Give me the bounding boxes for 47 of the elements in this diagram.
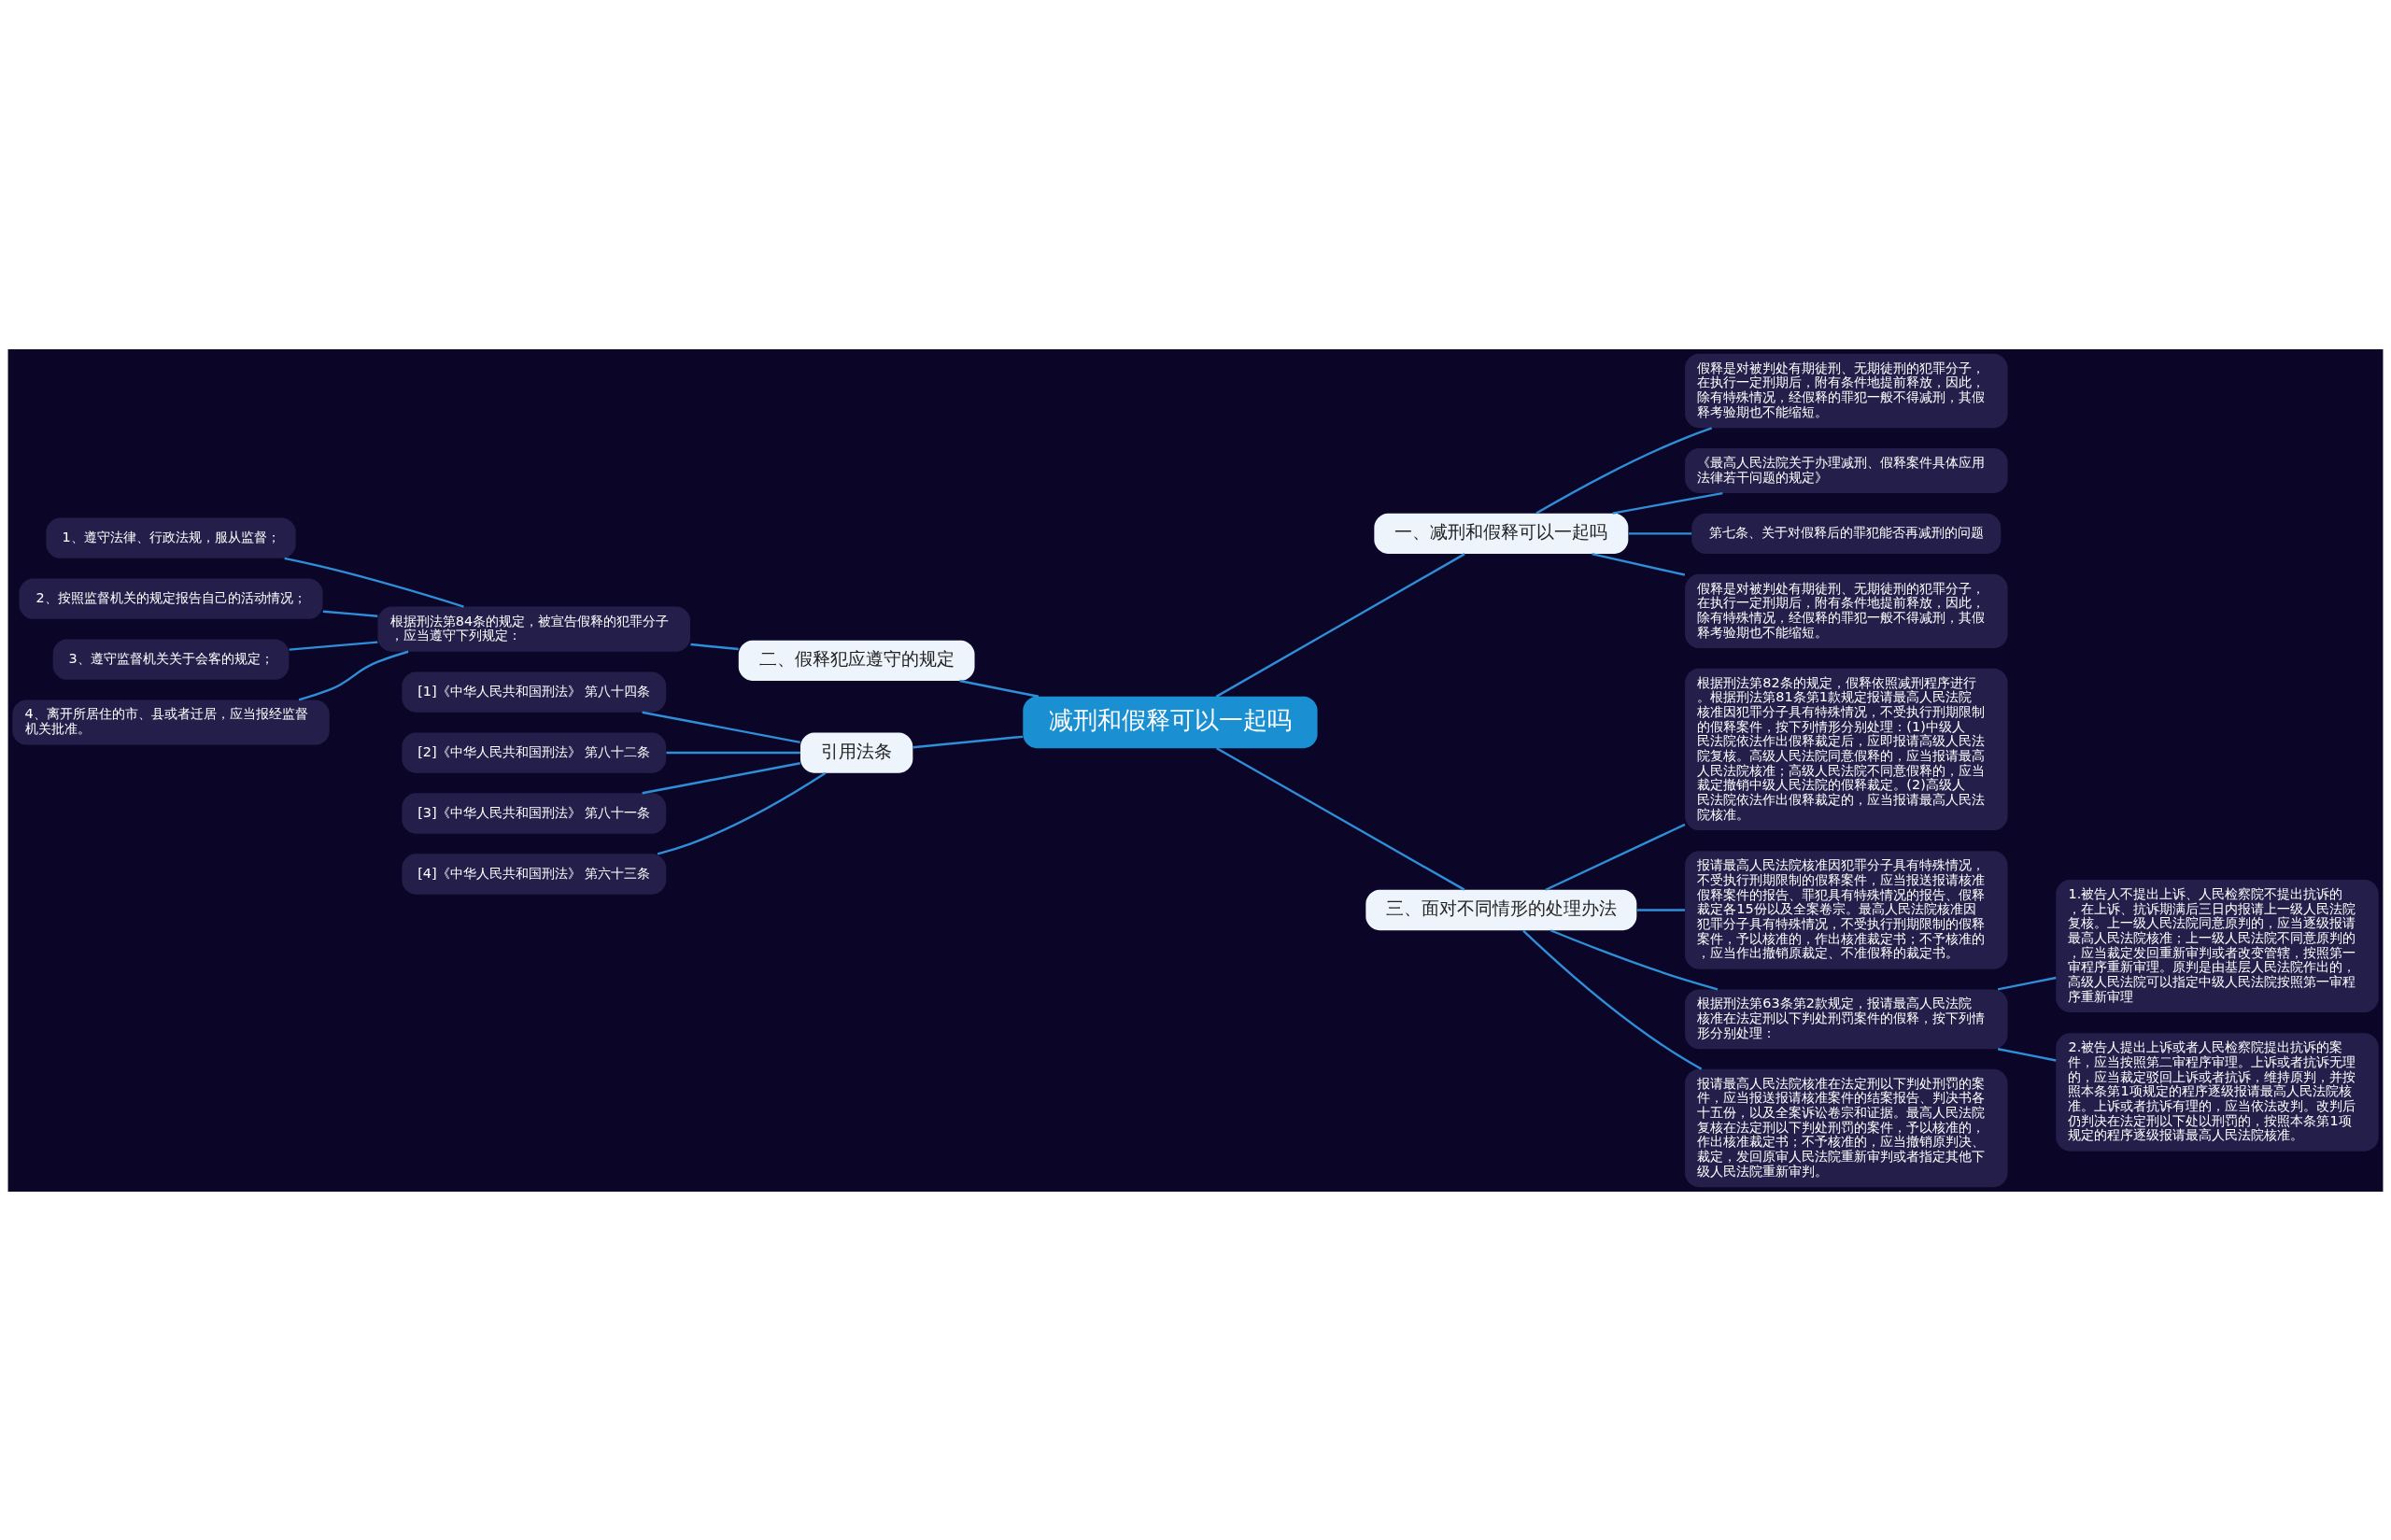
connector xyxy=(1545,823,1686,891)
connector xyxy=(284,557,464,608)
connector xyxy=(298,650,409,701)
connector xyxy=(959,679,1040,698)
connector xyxy=(657,771,827,855)
node-box: 三、面对不同情形的处理办法 xyxy=(1365,889,1637,930)
node-box: 根据刑法第82条的规定，假释依照减刑程序进行。根据刑法第81条第1款规定报请最高人民法院核准因犯罪分子具有特殊情况，不受执行刑期限制的假释案件，按下列情形分别处理：(1)中级人民法院依法作出假释裁定后，应即报请高级人民法院复核。高级人民法院同意假释的，应当报请最高人民法院核准；高级人民法院不同意假释的，应当裁定撤销中级人民法院的假释裁定。(2)高级人民法院依法作出假释裁定的，应当报请最高人民法院核准。 xyxy=(1685,668,2008,830)
connector xyxy=(1216,746,1465,891)
node-box: 第七条、关于对假释后的罪犯能否再减刑的问题 xyxy=(1691,513,2002,554)
connector xyxy=(1522,929,1703,1070)
connector xyxy=(289,640,378,651)
node-box: 假释是对被判处有期徒刑、无期徒刑的犯罪分子，在执行一定刑期后，附有条件地提前释放，因此，除有特殊情况，经假释的罪犯一般不得减刑，其假释考验期也不能缩短。 xyxy=(1685,353,2008,428)
node-box: 引用法条 xyxy=(800,731,913,773)
connector xyxy=(642,711,800,743)
node-box: [4]《中华人民共和国刑法》 第六十三条 xyxy=(402,853,667,895)
connector xyxy=(690,643,739,650)
node-box: 根据刑法第84条的规定，被宣告假释的犯罪分子，应当遵守下列规定： xyxy=(377,606,691,652)
connector xyxy=(666,751,800,754)
connector xyxy=(1997,1047,2057,1062)
node-box: 报请最高人民法院核准因犯罪分子具有特殊情况，不受执行刑期限制的假释案件，应当报送报请核准假释案件的报告、罪犯具有特殊情况的报告、假释裁定各15份以及全案卷宗。最高人民法院核准因犯罪分子具有特殊情况，不受执行刑期限制的假释案件，予以核准的，作出核准裁定书；不予核准的，应当作出撤销原裁定、不准假释的裁定书。 xyxy=(1685,850,2008,969)
node-box: 3、遵守监督机关关于会客的规定； xyxy=(52,639,290,680)
connector xyxy=(642,761,800,794)
connector xyxy=(1535,426,1713,515)
node-box: 1.被告人不提出上诉、人民检察院不提出抗诉的，在上诉、抗诉期满后三日内报请上一级人民法院复核。上一级人民法院同意原判的，应当逐级报请最高人民法院核准；上一级人民法院不同意原判的，应当裁定发回重新审判或者改变管辖，按照第一审程序重新审理。原判是由基层人民法院作出的，高级人民法院可以指定中级人民法院按照第一审程序重新审理 xyxy=(2056,879,2379,1012)
connector xyxy=(913,735,1024,748)
connector xyxy=(1636,908,1685,911)
connector xyxy=(1549,928,1719,990)
node-box: 二、假释犯应遵守的规定 xyxy=(738,640,975,681)
node-box: [2]《中华人民共和国刑法》 第八十二条 xyxy=(402,731,667,773)
node-box: 2.被告人提出上诉或者人民检察院提出抗诉的案件，应当按照第二审程序审理。上诉或者抗诉无理的，应当裁定驳回上诉或者抗诉，维持原判，并按照本条第1项规定的程序逐级报请最高人民法院核准。上诉或者抗诉有理的，应当依法改判。改判后仍判决在法定刑以下处以刑罚的，按照本条第1项规定的程序逐级报请最高人民法院核准。 xyxy=(2056,1032,2379,1151)
node-box: 一、减刑和假释可以一起吗 xyxy=(1374,513,1629,554)
connector xyxy=(1215,552,1465,698)
connector xyxy=(1628,531,1692,535)
node-box: 《最高人民法院关于办理减刑、假释案件具体应用法律若干问题的规定》 xyxy=(1685,447,2008,493)
node-box: [1]《中华人民共和国刑法》 第八十四条 xyxy=(402,671,667,713)
node-box: 1、遵守法律、行政法规，服从监督； xyxy=(46,517,296,558)
node-box: 2、按照监督机关的规定报告自己的活动情况； xyxy=(19,578,323,619)
connector xyxy=(1997,976,2057,991)
connector xyxy=(1592,552,1686,576)
connector xyxy=(322,610,378,617)
connector xyxy=(1612,491,1723,515)
node-box: 报请最高人民法院核准在法定刑以下判处刑罚的案件，应当报送报请核准案件的结案报告、判决书各十五份，以及全案诉讼卷宗和证据。最高人民法院复核在法定刑以下判处刑罚的案件，予以核准的，作出核准裁定书；不予核准的，应当撤销原判决、裁定，发回原审人民法院重新审判或者指定其他下级人民法院重新审判。 xyxy=(1685,1068,2008,1187)
node-box: 4、离开所居住的市、县或者迁居，应当报经监督机关批准。 xyxy=(12,699,330,745)
node-box: [3]《中华人民共和国刑法》 第八十一条 xyxy=(402,792,667,834)
node-box: 假释是对被判处有期徒刑、无期徒刑的犯罪分子，在执行一定刑期后，附有条件地提前释放，因此，除有特殊情况，经假释的罪犯一般不得减刑，其假释考验期也不能缩短。 xyxy=(1685,573,2008,648)
node-box: 减刑和假释可以一起吗 xyxy=(1023,696,1318,748)
node-box: 根据刑法第63条第2款规定，报请最高人民法院核准在法定刑以下判处刑罚案件的假释，按下列情形分别处理： xyxy=(1685,988,2008,1049)
